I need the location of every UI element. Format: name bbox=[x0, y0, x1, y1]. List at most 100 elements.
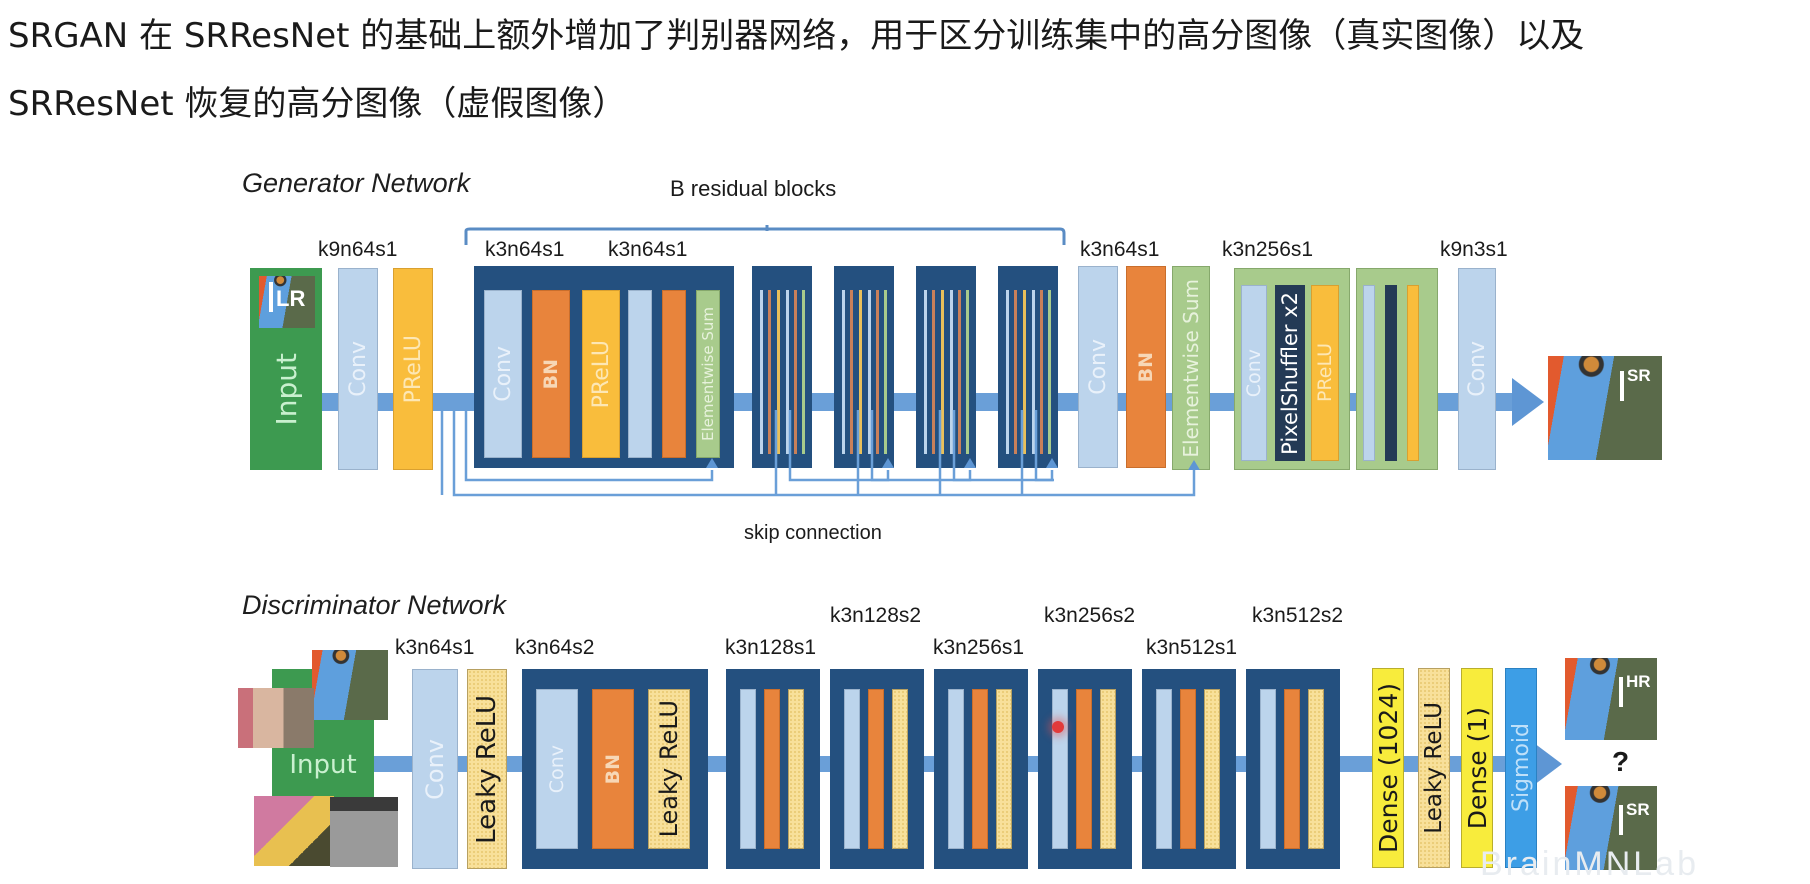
bn-layer: BN bbox=[592, 689, 634, 849]
spec-label: k3n512s1 bbox=[1146, 636, 1238, 659]
pixelshuffler-layer bbox=[1385, 285, 1397, 461]
prelu-layer: PReLU bbox=[393, 268, 433, 470]
elementwise-sum-layer: Elementwise Sum bbox=[696, 290, 720, 458]
conv-layer: Conv bbox=[536, 689, 578, 849]
stripe bbox=[966, 290, 969, 454]
spec-label: k3n64s1 bbox=[1080, 238, 1160, 261]
stripe bbox=[1032, 290, 1035, 454]
bn-layer: BN bbox=[532, 290, 570, 458]
i-glyph bbox=[269, 282, 273, 312]
stripe bbox=[876, 290, 879, 454]
spec-label: k3n256s1 bbox=[933, 636, 1025, 659]
conv-layer bbox=[628, 290, 652, 458]
skip-arrow-icon bbox=[882, 458, 894, 468]
leaky-relu-layer: Leaky ReLU bbox=[1418, 668, 1450, 868]
stripe bbox=[1040, 290, 1043, 454]
spec-label: k3n128s1 bbox=[725, 636, 817, 659]
lr-image-thumbnail: LR bbox=[259, 276, 315, 328]
bn-layer bbox=[1284, 689, 1300, 849]
elementwise-sum-layer: Elementwise Sum bbox=[1172, 266, 1210, 470]
stripe bbox=[777, 290, 780, 454]
spec-label: k9n3s1 bbox=[1440, 238, 1508, 261]
conv-bn-block-collapsed bbox=[934, 669, 1028, 869]
output-arrow-icon bbox=[1512, 378, 1544, 426]
upsample-block-expanded: Conv PixelShuffler x2 PReLU bbox=[1234, 268, 1350, 470]
stripe bbox=[924, 290, 927, 454]
dense-1024-layer: Dense (1024) bbox=[1372, 668, 1404, 868]
spec-label: k3n64s1 bbox=[395, 636, 475, 659]
stripe bbox=[1006, 290, 1009, 454]
prelu-layer bbox=[1407, 285, 1419, 461]
stripe bbox=[950, 290, 953, 454]
spec-label: k3n512s2 bbox=[1252, 604, 1344, 627]
leaky-relu-layer: Leaky ReLU bbox=[648, 689, 690, 849]
residual-block-collapsed bbox=[834, 266, 894, 468]
i-glyph bbox=[1620, 371, 1624, 401]
spec-label: k3n64s1 bbox=[608, 238, 688, 261]
i-glyph bbox=[1619, 805, 1623, 835]
stripe bbox=[859, 290, 862, 454]
conv-layer: Conv bbox=[412, 669, 458, 869]
stripe bbox=[958, 290, 961, 454]
discriminator-title: Discriminator Network bbox=[242, 590, 507, 620]
residual-block-collapsed bbox=[998, 266, 1058, 468]
conv-layer: Conv bbox=[1241, 285, 1267, 461]
stripe bbox=[802, 290, 805, 454]
boat-thumbnail bbox=[330, 797, 398, 867]
pixelshuffler-layer: PixelShuffler x2 bbox=[1275, 285, 1305, 461]
stripe bbox=[932, 290, 935, 454]
stripe bbox=[760, 290, 763, 454]
conv-layer bbox=[1052, 689, 1068, 849]
skip-connections bbox=[440, 410, 1196, 497]
conv-layer: Conv bbox=[1078, 266, 1118, 468]
skip-connection-label: skip connection bbox=[744, 522, 882, 544]
heading-line-1: SRGAN 在 SRResNet 的基础上额外增加了判别器网络，用于区分训练集中… bbox=[8, 16, 1585, 56]
leaky-relu-layer bbox=[1100, 689, 1116, 849]
conv-bn-block-expanded: Conv BN Leaky ReLU bbox=[522, 669, 708, 869]
spec-label: k3n256s1 bbox=[1222, 238, 1314, 261]
bn-layer bbox=[764, 689, 780, 849]
hr-image-thumbnail: HR bbox=[1565, 658, 1657, 740]
hr-image-label: HR bbox=[1619, 672, 1651, 707]
conv-layer: Conv bbox=[1458, 268, 1496, 470]
input-label: Input bbox=[269, 352, 303, 426]
bn-layer: BN bbox=[1126, 266, 1166, 468]
cursor-indicator bbox=[1052, 721, 1064, 733]
conv-bn-block-collapsed bbox=[1142, 669, 1236, 869]
bn-layer bbox=[972, 689, 988, 849]
leaky-relu-layer bbox=[1204, 689, 1220, 849]
prelu-layer: PReLU bbox=[1311, 285, 1339, 461]
real-or-fake-question: ? bbox=[1612, 746, 1630, 777]
bn-layer bbox=[868, 689, 884, 849]
spec-label: k3n128s2 bbox=[830, 604, 922, 627]
sr-image-thumbnail: SR bbox=[1548, 356, 1662, 460]
conv-layer bbox=[948, 689, 964, 849]
bn-layer bbox=[1076, 689, 1092, 849]
lr-sup: LR bbox=[276, 286, 306, 311]
leaky-relu-layer bbox=[996, 689, 1012, 849]
conv-bn-block-collapsed bbox=[1038, 669, 1132, 869]
leaky-relu-layer bbox=[892, 689, 908, 849]
conv-layer bbox=[1363, 285, 1375, 461]
sigmoid-layer: Sigmoid bbox=[1505, 668, 1537, 868]
stripe bbox=[786, 290, 789, 454]
conv-layer: Conv bbox=[484, 290, 522, 458]
butterfly-thumbnail bbox=[254, 796, 334, 866]
spec-label: k3n256s2 bbox=[1044, 604, 1136, 627]
sr-image-label: SR bbox=[1620, 366, 1651, 402]
stripe bbox=[850, 290, 853, 454]
leaky-relu-layer: Leaky ReLU bbox=[467, 669, 507, 869]
conv-bn-block-collapsed bbox=[830, 669, 924, 869]
stripe bbox=[941, 290, 944, 454]
sr-image-label: SR bbox=[1619, 800, 1650, 835]
input-label: Input bbox=[289, 750, 357, 780]
dense-1-layer: Dense (1) bbox=[1461, 668, 1493, 868]
i-glyph bbox=[1619, 677, 1623, 707]
conv-bn-block-collapsed bbox=[726, 669, 820, 869]
lr-image-label: LR bbox=[269, 282, 305, 312]
residual-blocks-label: B residual blocks bbox=[670, 176, 837, 201]
prelu-layer: PReLU bbox=[582, 290, 620, 458]
conv-layer bbox=[740, 689, 756, 849]
sr-image-thumbnail: SR bbox=[1565, 786, 1657, 870]
generator-title: Generator Network bbox=[242, 168, 471, 198]
